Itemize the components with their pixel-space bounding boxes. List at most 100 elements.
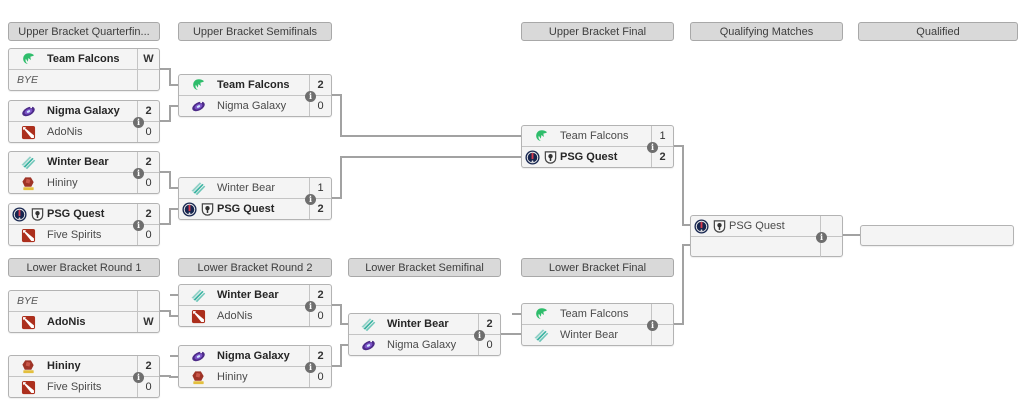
match-qualifying[interactable]: PSG Quest i [690,215,843,257]
team-row[interactable]: Nigma Galaxy 2 [9,101,159,121]
match-lb-round2-2[interactable]: Nigma Galaxy 2 Hininy 0 i [178,345,332,388]
connector-line [169,208,178,210]
team-row[interactable]: Team Falcons 1 [522,126,673,146]
header-lower-bracket-round-1: Lower Bracket Round 1 [8,258,160,277]
connector-line [674,323,682,325]
connector-line [160,223,169,225]
team-score: W [137,312,159,332]
team-row[interactable]: Hininy 0 [179,366,331,387]
match-ub-quarterfinal-3[interactable]: Winter Bear 2 Hininy 0 i [8,151,160,194]
team-row[interactable]: AdoNis 0 [9,121,159,142]
match-ub-final[interactable]: Team Falcons 1 PSG Quest 2 i [521,125,674,168]
team-name: Five Spirits [47,229,102,241]
dota2-default-icon [9,125,47,140]
info-icon[interactable]: i [133,117,144,128]
team-row[interactable]: Winter Bear 1 [179,178,331,198]
match-lb-round1-1[interactable]: BYE AdoNis W [8,290,160,333]
connector-line [160,120,169,122]
team-row[interactable]: Winter Bear 2 [9,152,159,172]
team-row[interactable]: Hininy 2 [9,356,159,376]
team-row[interactable]: BYE [9,291,159,311]
team-row[interactable] [691,236,842,257]
nigma-galaxy-icon [349,338,387,353]
connector-line [340,344,342,367]
team-row[interactable]: PSG Quest 2 [522,146,673,167]
connector-line [332,94,340,96]
connector-line [340,135,521,137]
team-row[interactable]: Team Falcons W [9,49,159,69]
team-score: 2 [478,314,500,334]
team-row[interactable]: PSG Quest 2 [9,204,159,224]
match-lb-round2-1[interactable]: Winter Bear 2 AdoNis 0 i [178,284,332,327]
info-icon[interactable]: i [305,362,316,373]
team-name: Team Falcons [47,53,120,65]
team-name: PSG Quest [560,151,618,163]
team-name: PSG Quest [47,208,105,220]
info-icon[interactable]: i [305,91,316,102]
team-score [820,237,842,257]
hininy-icon [9,176,47,191]
team-row[interactable]: AdoNis 0 [179,305,331,326]
team-name: Winter Bear [217,289,279,301]
info-icon[interactable]: i [647,320,658,331]
team-row [861,226,1013,245]
winter-bear-icon [179,181,217,196]
team-row[interactable]: Winter Bear 2 [349,314,500,334]
info-icon[interactable]: i [816,232,827,243]
header-lower-bracket-semifinal: Lower Bracket Semifinal [348,258,501,277]
match-lb-final[interactable]: Team Falcons Winter Bear i [521,303,674,346]
team-falcons-icon [9,52,47,67]
bye-label: BYE [17,295,39,307]
info-icon[interactable]: i [305,194,316,205]
team-row[interactable]: Team Falcons 2 [179,75,331,95]
team-row[interactable]: Five Spirits 0 [9,224,159,245]
team-name: PSG Quest [217,203,275,215]
winter-bear-icon [179,288,217,303]
team-row[interactable]: PSG Quest 2 [179,198,331,219]
match-ub-quarterfinal-2[interactable]: Nigma Galaxy 2 AdoNis 0 i [8,100,160,143]
info-icon[interactable]: i [474,330,485,341]
psg-icon [525,150,540,165]
team-name: Nigma Galaxy [47,105,120,117]
info-icon[interactable]: i [133,372,144,383]
info-icon[interactable]: i [133,220,144,231]
team-row[interactable]: BYE [9,69,159,90]
dota2-default-icon [179,309,217,324]
header-upper-bracket-semifinals: Upper Bracket Semifinals [178,22,332,41]
match-lb-round1-2[interactable]: Hininy 2 Five Spirits 0 i [8,355,160,398]
match-ub-quarterfinal-4[interactable]: PSG Quest 2 Five Spirits 0 i [8,203,160,246]
qualified-slot[interactable] [860,225,1014,246]
info-icon[interactable]: i [305,301,316,312]
connector-line [169,208,171,225]
dota2-default-icon [9,228,47,243]
winter-bear-icon [522,328,560,343]
match-lb-semifinal[interactable]: Winter Bear 2 Nigma Galaxy 0 i [348,313,501,356]
team-row[interactable]: Winter Bear [522,324,673,345]
team-row[interactable]: Nigma Galaxy 0 [179,95,331,116]
header-lower-bracket-final: Lower Bracket Final [521,258,674,277]
connector-line [682,145,684,226]
connector-line [169,105,178,107]
match-ub-quarterfinal-1[interactable]: Team Falcons W BYE [8,48,160,91]
info-icon[interactable]: i [647,142,658,153]
team-row[interactable]: AdoNis W [9,311,159,332]
team-row[interactable]: Nigma Galaxy 0 [349,334,500,355]
info-icon[interactable]: i [133,168,144,179]
team-row[interactable]: Nigma Galaxy 2 [179,346,331,366]
match-ub-semifinal-2[interactable]: Winter Bear 1 PSG Quest 2 i [178,177,332,220]
team-score: W [137,49,159,69]
team-row[interactable]: Hininy 0 [9,172,159,193]
quest-shield-icon [200,202,215,217]
connector-line [169,376,178,378]
team-row[interactable]: Five Spirits 0 [9,376,159,397]
team-row[interactable]: PSG Quest [691,216,842,236]
match-ub-semifinal-1[interactable]: Team Falcons 2 Nigma Galaxy 0 i [178,74,332,117]
header-upper-bracket-final: Upper Bracket Final [521,22,674,41]
winter-bear-icon [349,317,387,332]
team-row[interactable]: Team Falcons [522,304,673,324]
header-lower-bracket-round-2: Lower Bracket Round 2 [178,258,332,277]
hininy-icon [179,370,217,385]
psg-icon [694,219,709,234]
team-row[interactable]: Winter Bear 2 [179,285,331,305]
